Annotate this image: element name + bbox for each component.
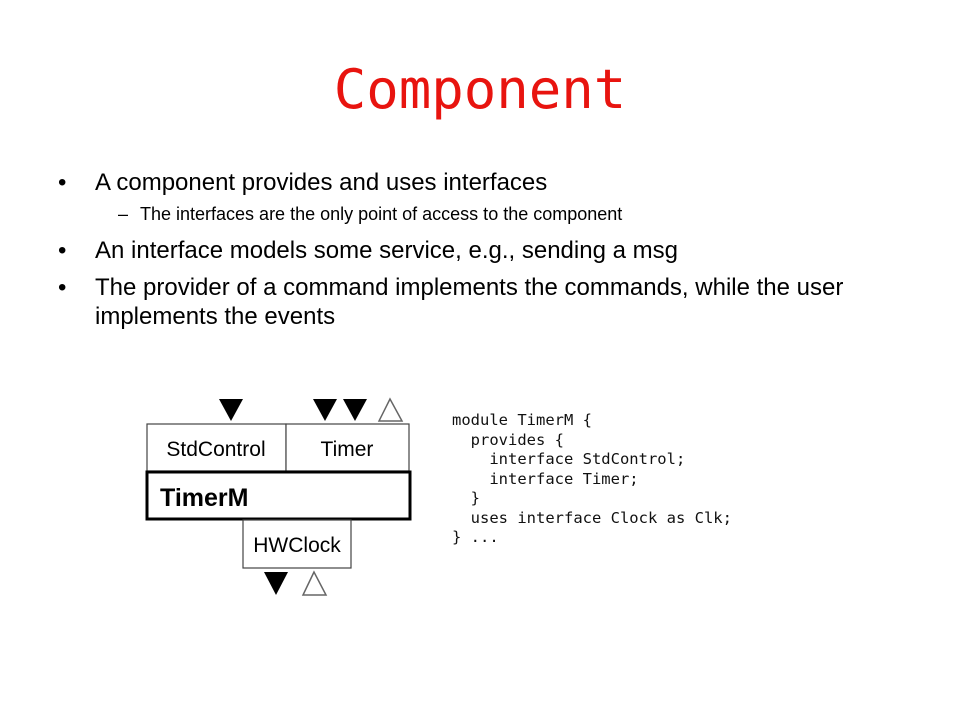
code-line: module TimerM { — [452, 411, 592, 429]
code-line: } — [452, 489, 480, 507]
bullet-text: The provider of a command implements the… — [95, 274, 844, 330]
provided-interface-triangle — [343, 399, 367, 421]
bullet-text: A component provides and uses interfaces — [95, 169, 548, 196]
used-interface-triangle — [301, 570, 328, 596]
code-listing: module TimerM { provides { interface Std… — [452, 411, 732, 548]
bullet-text: An interface models some service, e.g., … — [95, 237, 678, 264]
sub-bullet-text: The interfaces are the only point of acc… — [140, 204, 623, 224]
provided-interface-triangle — [313, 399, 337, 421]
timer-label: Timer — [321, 438, 374, 461]
code-line: interface Timer; — [452, 469, 639, 488]
sub-bullet-dash: – — [118, 204, 129, 224]
code-line: provides { — [452, 430, 564, 449]
bullet-dot: • — [58, 169, 67, 196]
hwclock-label: HWClock — [253, 534, 341, 557]
slide-title: Component — [333, 58, 627, 121]
code-line: uses interface Clock as Clk; — [452, 508, 732, 527]
used-interface-triangle — [377, 397, 404, 422]
code-line: } ... — [452, 528, 499, 546]
provided-interface-triangle — [264, 572, 288, 595]
sub-bullet-item: – The interfaces are the only point of a… — [58, 202, 918, 226]
provided-interface-triangle — [219, 399, 243, 421]
bullet-item: • The provider of a command implements t… — [58, 273, 918, 331]
bullet-dot: • — [58, 237, 67, 264]
timerm-box — [145, 470, 412, 521]
bullet-dot: • — [58, 274, 67, 301]
bullet-item: • An interface models some service, e.g.… — [58, 236, 918, 265]
timerm-label: TimerM — [160, 484, 248, 512]
stdcontrol-label: StdControl — [166, 438, 265, 461]
bullet-list: • A component provides and uses interfac… — [58, 168, 918, 331]
code-line: interface StdControl; — [452, 450, 686, 468]
timer-box — [285, 423, 410, 472]
hwclock-box — [242, 519, 352, 569]
bullet-item: • A component provides and uses interfac… — [58, 168, 918, 197]
